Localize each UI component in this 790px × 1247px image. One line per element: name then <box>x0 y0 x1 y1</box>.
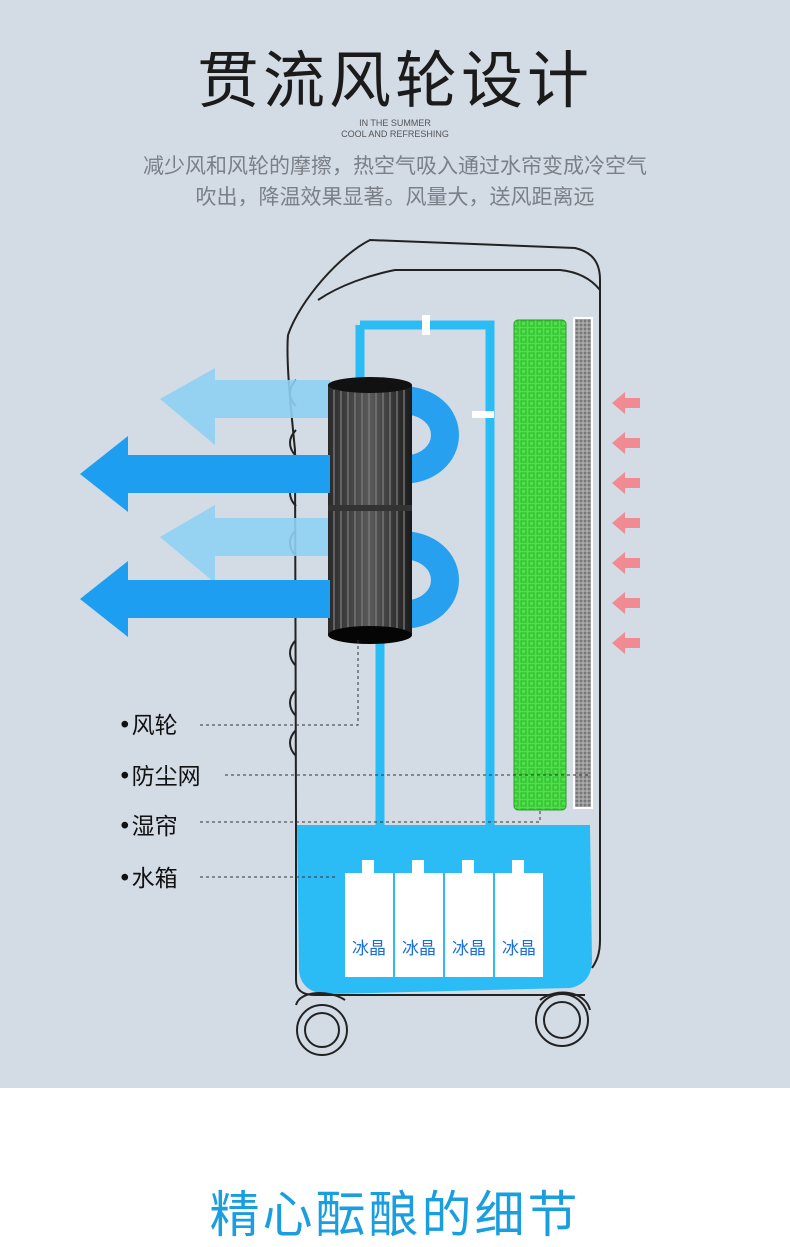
section-title-details: 精心酝酿的细节 <box>209 1186 581 1244</box>
subtitle-en-line1: IN THE SUMMER <box>359 118 431 128</box>
leader-lines <box>200 640 588 878</box>
ice-pack <box>445 860 493 977</box>
hot-air-arrows <box>612 392 640 654</box>
dust-filter <box>573 317 593 809</box>
ice-pack <box>395 860 443 977</box>
water-pipe <box>355 320 495 825</box>
pipe-marker <box>472 411 494 418</box>
wet-curtain <box>513 319 567 811</box>
ice-pack <box>495 860 543 977</box>
air-cooler-diagram: 冰晶 冰晶 冰晶 冰晶 <box>80 238 640 1056</box>
ice-pack-label: 冰晶 <box>402 939 436 959</box>
cold-air-arrow-dark <box>80 436 330 637</box>
ice-pack-label: 冰晶 <box>502 939 536 959</box>
label-wet-curtain: •湿帘 <box>118 814 178 840</box>
description-line1: 减少风和风轮的摩擦，热空气吸入通过水帘变成冷空气 <box>143 154 647 178</box>
ice-pack-label: 冰晶 <box>352 939 386 959</box>
water-tank <box>297 825 592 994</box>
subtitle-en-line2: COOL AND REFRESHING <box>341 129 449 139</box>
description-line2: 吹出，降温效果显著。风量大，送风距离远 <box>195 185 595 209</box>
label-dust-filter: •防尘网 <box>118 764 201 790</box>
ice-pack-label: 冰晶 <box>452 939 486 959</box>
cold-air-arrow-light <box>160 368 330 583</box>
cooler-wheels <box>295 991 591 1056</box>
ice-packs: 冰晶 冰晶 冰晶 冰晶 <box>345 860 543 977</box>
ice-pack <box>345 860 393 977</box>
label-fan-wheel: •风轮 <box>118 713 178 739</box>
page-title: 贯流风轮设计 <box>196 44 593 117</box>
fan-wheel <box>328 377 412 644</box>
label-water-tank: •水箱 <box>118 866 178 892</box>
pipe-marker <box>422 315 430 335</box>
